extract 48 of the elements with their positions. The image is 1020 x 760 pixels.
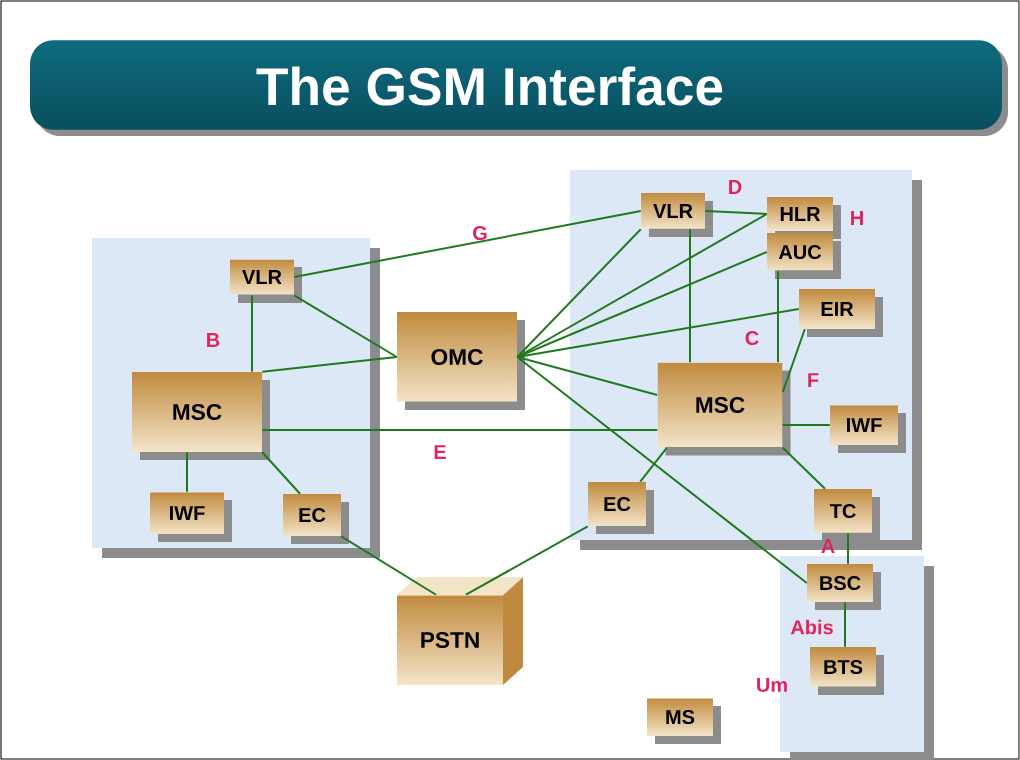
interface-label: C (745, 330, 759, 346)
connector-line (516, 251, 768, 358)
network-element-box: EIR (799, 289, 883, 337)
network-element-box: MSC (657, 362, 791, 456)
connector-line (844, 601, 846, 648)
connector-line (781, 446, 826, 490)
network-element-box: VLR (230, 259, 302, 303)
interface-label: D (729, 180, 742, 194)
connector-line (704, 210, 768, 215)
connector-line (777, 270, 779, 364)
network-element-box: BTS (810, 647, 884, 695)
network-element-box: EC (588, 482, 654, 534)
connector-line (186, 451, 188, 493)
connector-line (261, 356, 398, 373)
connector-line (781, 424, 831, 426)
interface-label: Um (757, 678, 787, 692)
connector-line (781, 328, 806, 393)
interface-label: B (207, 333, 220, 347)
interface-label: Abis (790, 619, 833, 635)
network-element-box: MSC (132, 372, 270, 460)
network-element-box: MS (647, 698, 721, 744)
network-element-box: EC (283, 494, 349, 544)
network-element-box: AUC (767, 233, 841, 279)
connector-line (639, 446, 668, 483)
interface-label: H (851, 211, 863, 225)
network-element-box: IWF (830, 405, 906, 453)
network-element-box: VLR (641, 193, 713, 237)
network-element-box: BSC (807, 564, 881, 610)
title: The GSM Interface (256, 66, 723, 106)
connector-line (261, 429, 659, 431)
connector-line (251, 294, 253, 373)
connector-line (847, 532, 849, 565)
network-element-box: OMC (397, 312, 525, 410)
connector-line (516, 356, 659, 396)
connector-line (465, 525, 589, 596)
connector-line (340, 535, 437, 596)
interface-label: F (808, 373, 819, 387)
connector-line (516, 356, 808, 584)
connector-line (516, 228, 642, 358)
cube-box: PSTN (397, 577, 523, 685)
interface-label: E (434, 445, 446, 459)
connector-line (293, 210, 642, 278)
network-element-box: IWF (150, 492, 232, 542)
connector-line (689, 228, 691, 364)
connector-line (293, 294, 398, 358)
connector-line (261, 451, 301, 495)
interface-label: G (473, 225, 487, 241)
interface-label: A (821, 539, 835, 553)
